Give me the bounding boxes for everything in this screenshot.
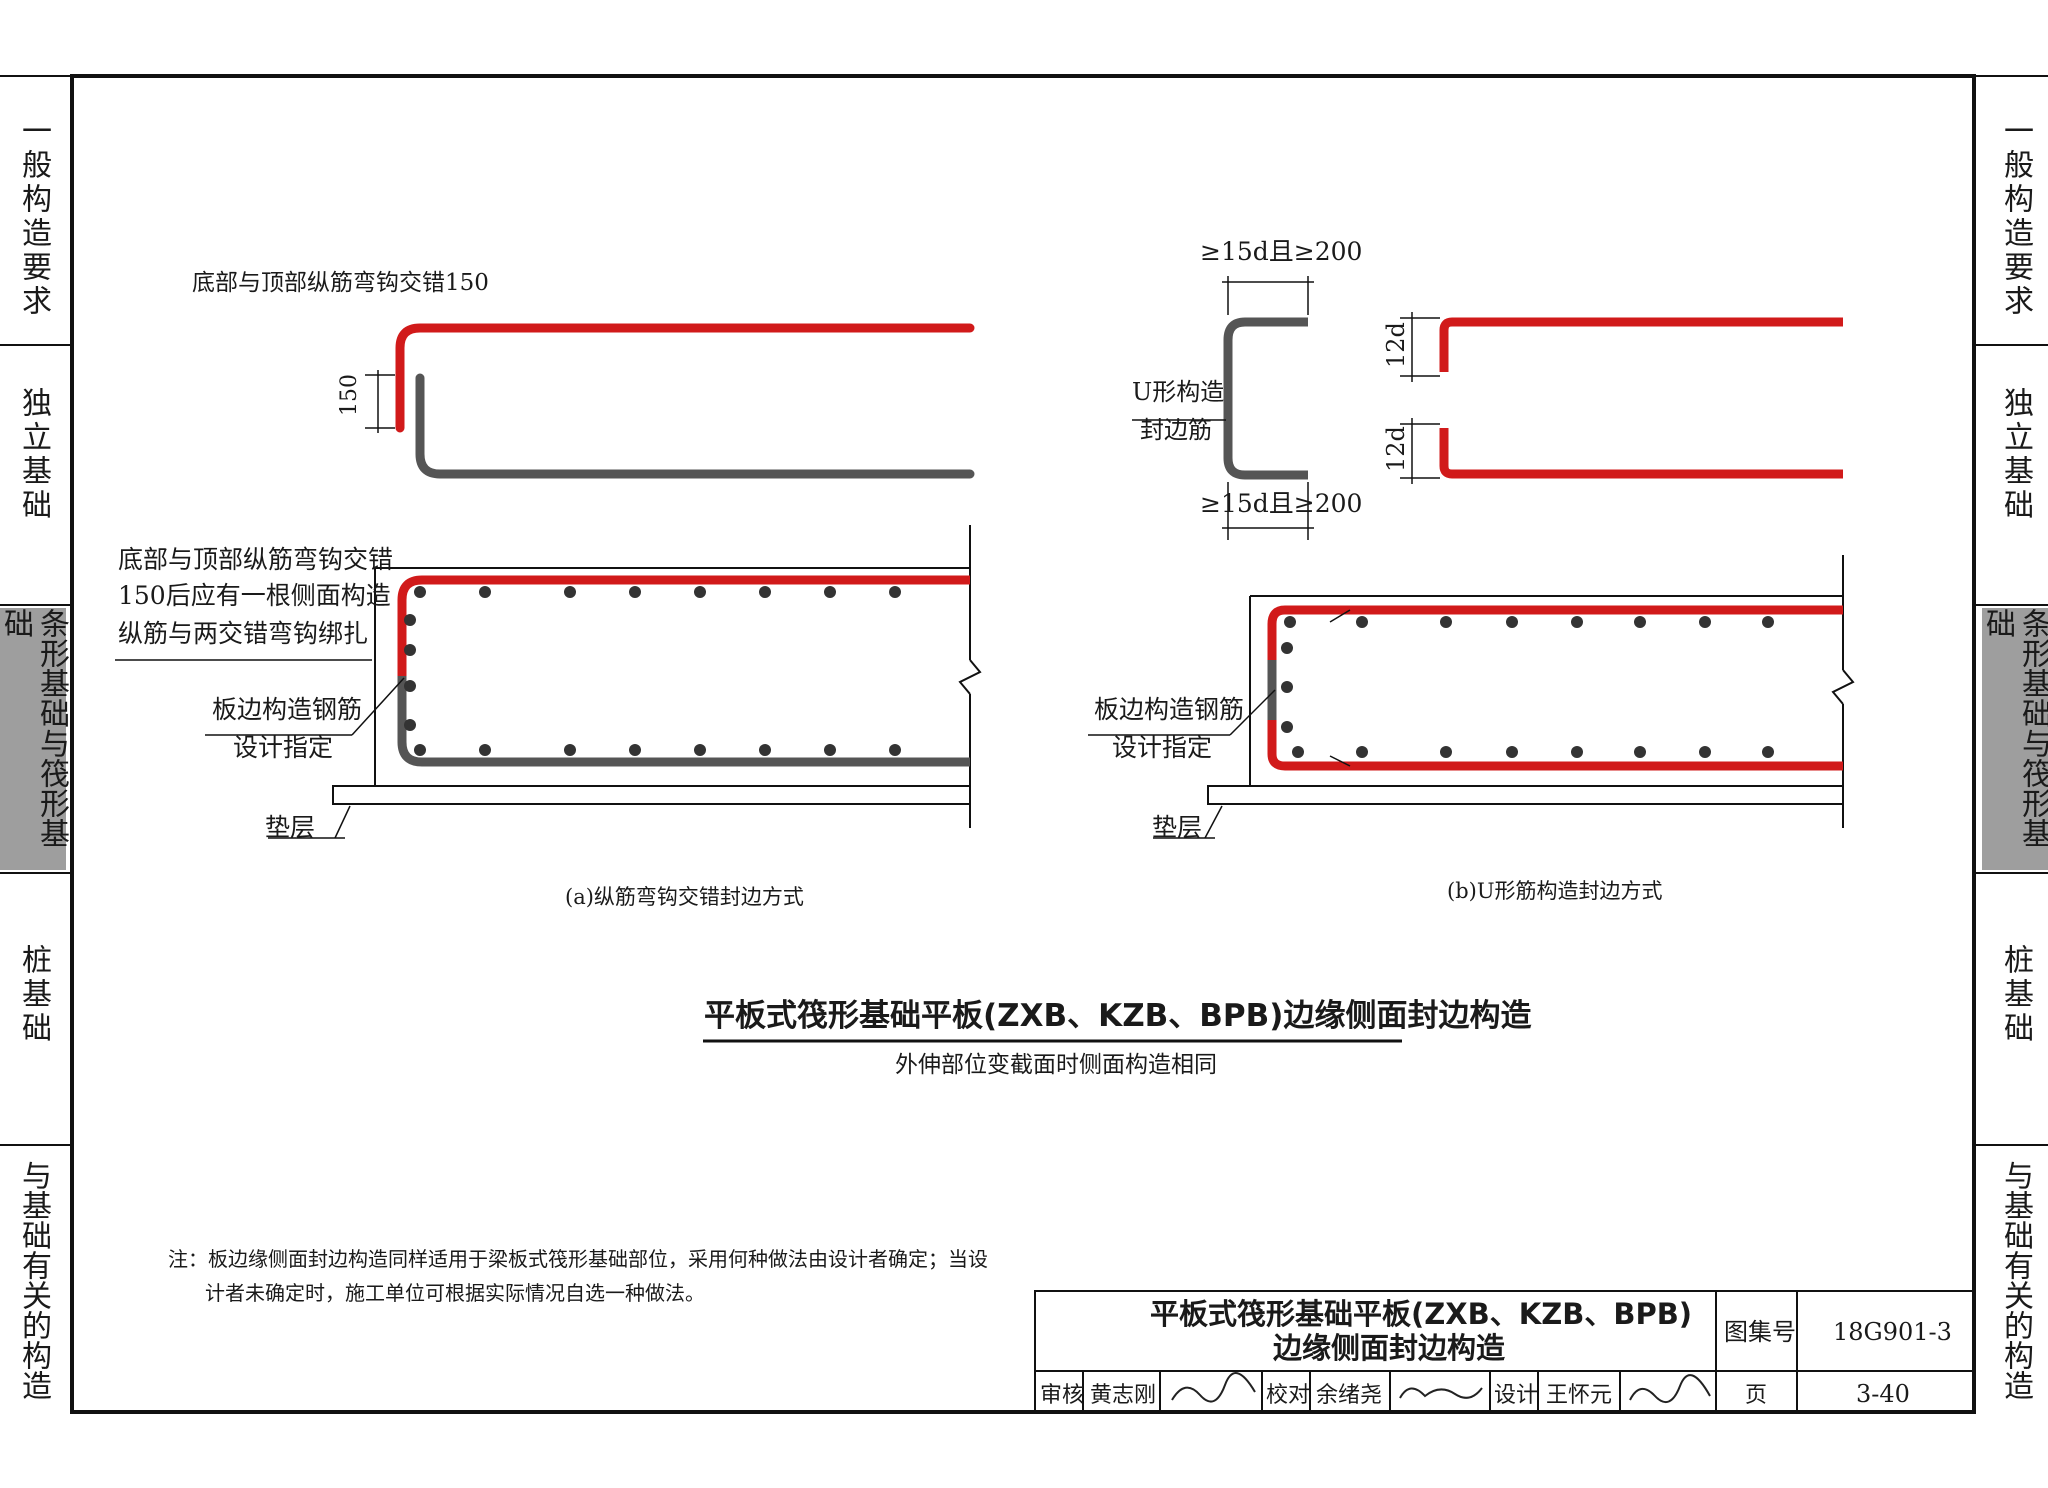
side-tab-label: 一般构造要求 <box>16 115 51 319</box>
sheet-frame <box>0 74 2048 1414</box>
tb-reviewer: 黄志刚 <box>1090 1383 1156 1408</box>
u-label-line2: 封边筋 <box>1140 416 1212 444</box>
tb-design-label: 设计 <box>1494 1383 1538 1408</box>
note-line2: 计者未确定时，施工单位可根据实际情况自选一种做法。 <box>205 1281 705 1305</box>
note-a-line1: 底部与顶部纵筋弯钩交错 <box>118 545 393 574</box>
note-a-line2: 150后应有一根侧面构造 <box>118 581 391 610</box>
side-tab-isolated[interactable]: 独立基础 <box>0 360 66 550</box>
u-rebar-b <box>1267 605 1843 771</box>
side-tab-pile-right[interactable]: 桩基础 <box>1982 900 2048 1090</box>
side-tab-related[interactable]: 与基础有关的构造 <box>0 1150 66 1410</box>
side-tab-strip-raft[interactable]: 条形基础与筏形基础 <box>0 608 69 870</box>
top-note-a: 底部与顶部纵筋弯钩交错150 <box>192 270 489 296</box>
side-tab-related-right[interactable]: 与基础有关的构造 <box>1982 1150 2048 1410</box>
diagram-b: ≥15d且≥200 ≥15d且≥200 U形构造 封边筋 12d 12d <box>1088 237 1855 903</box>
tb-atlas-label: 图集号 <box>1724 1318 1796 1346</box>
side-tab-label: 独立基础 <box>1998 387 2033 523</box>
edge-bar-b-line1: 板边构造钢筋 <box>1094 695 1244 724</box>
tb-title-line2: 边缘侧面封边构造 <box>1273 1331 1505 1365</box>
tb-page-no: 3-40 <box>1856 1380 1910 1408</box>
side-tab-general[interactable]: 一般构造要求 <box>0 92 66 342</box>
top-hook-b <box>1439 317 1843 372</box>
designer-signature <box>1629 1374 1711 1404</box>
caption-b: (b)U形筋构造封边方式 <box>1447 879 1663 903</box>
top-hook-rebar <box>395 323 975 433</box>
edge-bar-a-line2: 设计指定 <box>233 733 333 762</box>
tb-title-line1: 平板式筏形基础平板(ZXB、KZB、BPB) <box>1150 1297 1692 1331</box>
caption-a: (a)纵筋弯钩交错封边方式 <box>565 885 804 909</box>
side-tab-label: 桩基础 <box>16 944 51 1046</box>
dim-150-a: 150 <box>337 374 362 416</box>
tb-atlas-no: 18G901-3 <box>1833 1318 1952 1346</box>
cushion-a: 垫层 <box>265 813 315 842</box>
top-rebar-a <box>397 575 970 690</box>
note-line1: 注：板边缘侧面封边构造同样适用于梁板式筏形基础部位，采用何种做法由设计者确定；当… <box>168 1247 988 1271</box>
subtitle: 外伸部位变截面时侧面构造相同 <box>895 1052 1217 1078</box>
title-block: 平板式筏形基础平板(ZXB、KZB、BPB) 边缘侧面封边构造 图集号 18G9… <box>1034 1290 1975 1413</box>
checker-signature <box>1399 1387 1483 1399</box>
dim-bottom-b: ≥15d且≥200 <box>1200 489 1362 518</box>
side-tab-label: 一般构造要求 <box>1998 115 2033 319</box>
tb-review-label: 审核 <box>1040 1383 1084 1408</box>
tb-designer: 王怀元 <box>1546 1383 1612 1408</box>
u-label-line1: U形构造 <box>1132 378 1224 406</box>
longitudinal-bars-a <box>404 586 901 756</box>
edge-bar-a-line1: 板边构造钢筋 <box>212 695 362 724</box>
bottom-hook-b <box>1439 428 1843 479</box>
tb-checker: 余绪尧 <box>1316 1383 1382 1408</box>
cushion-b: 垫层 <box>1152 813 1202 842</box>
slab-section-b <box>1207 555 1855 828</box>
main-title: 平板式筏形基础平板(ZXB、KZB、BPB)边缘侧面封边构造 <box>704 998 1531 1034</box>
u-shaped-bar <box>1223 317 1308 480</box>
dim-12d-top: 12d <box>1382 322 1410 368</box>
dim-top-b: ≥15d且≥200 <box>1200 237 1362 266</box>
side-tab-label: 桩基础 <box>1998 944 2033 1046</box>
side-tab-label: 独立基础 <box>16 387 51 523</box>
longitudinal-bars-b <box>1281 616 1774 758</box>
edge-bar-b-line2: 设计指定 <box>1112 733 1212 762</box>
note-a-line3: 纵筋与两交错弯钩绑扎 <box>118 619 368 648</box>
bottom-rebar-a <box>397 676 970 767</box>
diagram-a: 底部与顶部纵筋弯钩交错150 150 <box>115 270 982 909</box>
dim-12d-bottom: 12d <box>1382 426 1410 472</box>
side-tab-label: 与基础有关的构造 <box>16 1160 51 1400</box>
tb-page-label: 页 <box>1745 1383 1767 1408</box>
reviewer-signature <box>1171 1372 1256 1403</box>
bottom-hook-rebar <box>415 373 975 479</box>
side-tab-strip-raft-right[interactable]: 条形基础与筏形基础 <box>1980 608 2048 870</box>
side-tab-pile[interactable]: 桩基础 <box>0 900 66 1090</box>
slab-section-a <box>332 525 982 828</box>
side-tab-isolated-right[interactable]: 独立基础 <box>1982 360 2048 550</box>
tb-check-label: 校对 <box>1266 1383 1310 1408</box>
side-tab-label: 条形基础与筏形基础 <box>0 608 69 848</box>
side-tab-general-right[interactable]: 一般构造要求 <box>1982 92 2048 342</box>
side-tab-label: 条形基础与筏形基础 <box>1980 608 2048 848</box>
side-tab-label: 与基础有关的构造 <box>1998 1160 2033 1400</box>
